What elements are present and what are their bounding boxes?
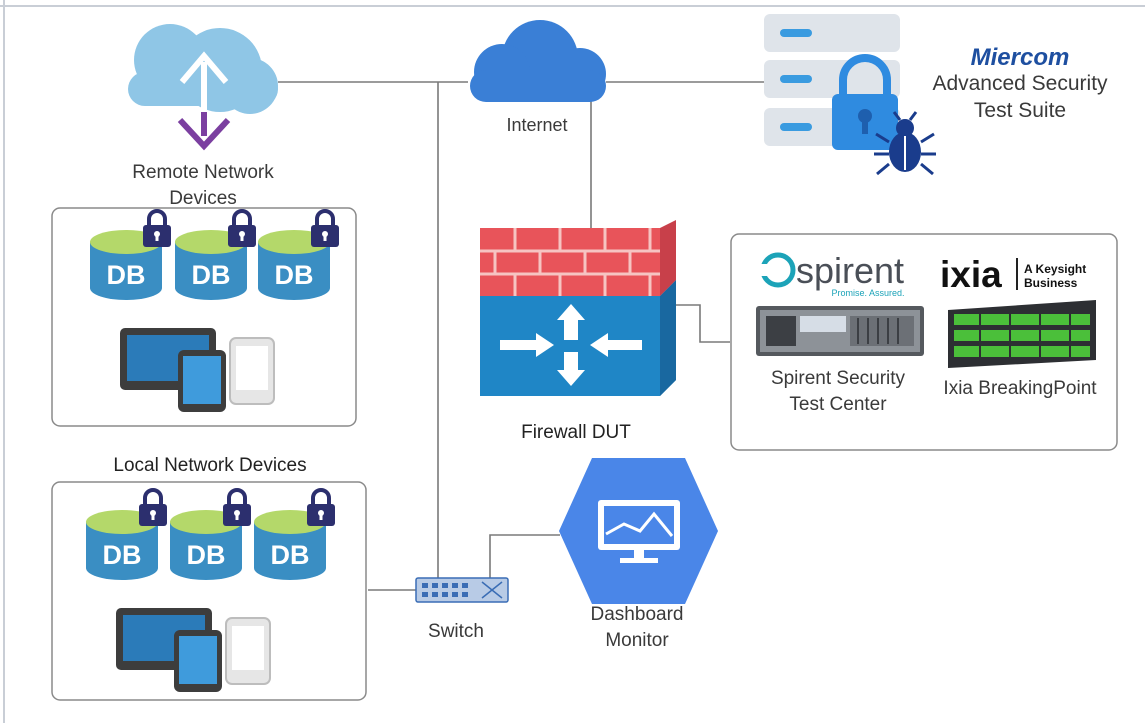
ixia-breakingpoint-appliance-icon (948, 300, 1096, 368)
spirent-test-center-appliance-icon (756, 306, 924, 356)
spirent-logo-text: spirent (796, 250, 904, 291)
internet-label: Internet (506, 115, 567, 135)
bug-icon (874, 111, 936, 176)
switch-label: Switch (428, 621, 484, 642)
remote-devices-label-line2: Devices (169, 188, 237, 209)
db-label: DB (275, 260, 314, 290)
dashboard-monitor-icon (559, 458, 718, 604)
dashboard-label-line2: Monitor (605, 630, 669, 651)
spirent-tagline: Promise. Assured. (831, 288, 904, 298)
miercom-logo: Miercom (971, 44, 1070, 71)
db-label: DB (107, 260, 146, 290)
keysight-line2: Business (1024, 276, 1078, 290)
db-label: DB (187, 540, 226, 570)
remote-devices-label-line1: Remote Network (132, 162, 274, 183)
db-label: DB (192, 260, 231, 290)
dashboard-label-line1: Dashboard (591, 604, 684, 625)
suite-label-line1: Advanced Security (932, 72, 1108, 95)
connection-lines (278, 81, 766, 591)
local-devices-label: Local Network Devices (113, 455, 306, 476)
spirent-logo-icon (760, 252, 796, 288)
spirent-center-label-line1: Spirent Security (771, 368, 906, 389)
switch-icon (415, 577, 509, 603)
internet-cloud-icon (470, 20, 606, 102)
db-label: DB (271, 540, 310, 570)
suite-label-line2: Test Suite (974, 99, 1066, 122)
ixia-breakingpoint-label: Ixia BreakingPoint (943, 378, 1097, 399)
firewall-label: Firewall DUT (521, 422, 631, 443)
firewall-icon (480, 220, 676, 396)
keysight-line1: A Keysight (1024, 262, 1086, 276)
db-label: DB (103, 540, 142, 570)
remote-cloud-icon (128, 24, 278, 151)
ixia-logo-text: ixia (940, 254, 1002, 295)
spirent-center-label-line2: Test Center (789, 394, 887, 415)
